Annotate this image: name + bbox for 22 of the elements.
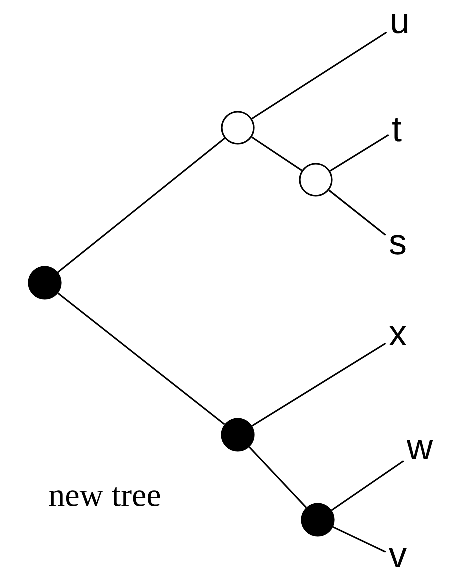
leaf-label: w bbox=[406, 440, 434, 460]
branch-line bbox=[58, 292, 226, 426]
filled-circle bbox=[221, 418, 255, 452]
branch-line bbox=[58, 138, 226, 274]
branch-line bbox=[332, 526, 386, 553]
branch-line bbox=[252, 32, 388, 120]
branch-line bbox=[248, 446, 308, 508]
branch-line bbox=[328, 190, 386, 236]
leaf-label: s bbox=[390, 235, 406, 255]
branch-line bbox=[252, 136, 302, 172]
leaf-label: v bbox=[389, 548, 407, 568]
leaf-label: t bbox=[392, 118, 402, 142]
leaf-label: u bbox=[392, 14, 408, 34]
branch-line bbox=[252, 342, 386, 427]
leaf-label: x bbox=[389, 326, 407, 346]
filled-circle bbox=[28, 266, 62, 300]
branch-line bbox=[330, 134, 390, 172]
open-circle bbox=[299, 163, 333, 197]
filled-circle bbox=[301, 503, 335, 537]
open-circle bbox=[221, 111, 255, 145]
branch-line bbox=[331, 460, 404, 512]
tree-caption: new tree bbox=[49, 488, 160, 506]
